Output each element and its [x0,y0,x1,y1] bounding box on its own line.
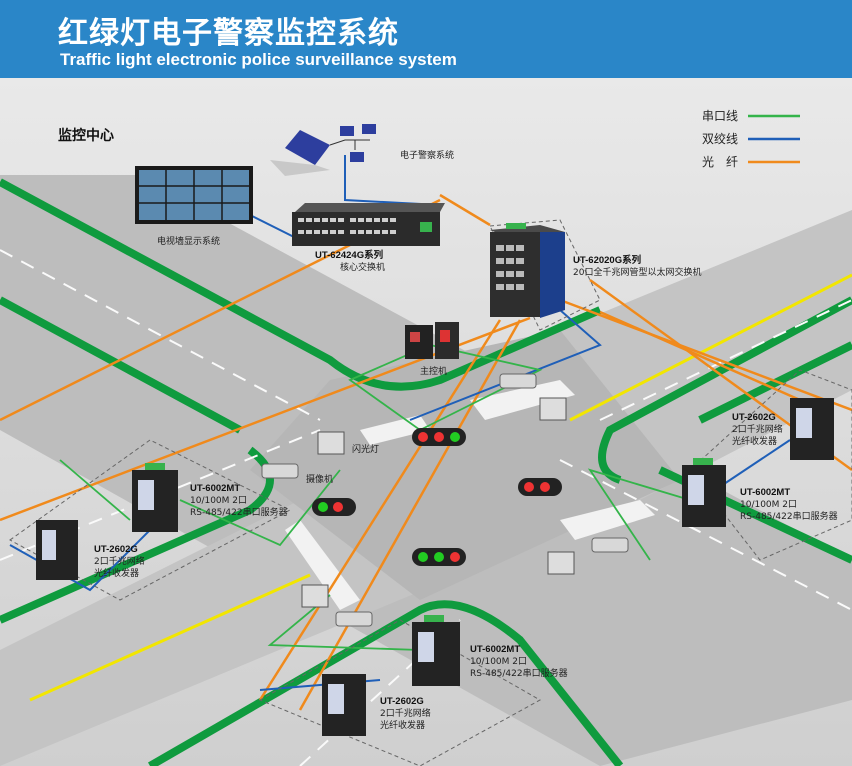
left-server-model: UT-6002MT [190,483,240,494]
bottom-converter-line1: 2口千兆网络 [380,707,431,719]
title-banner: 红绿灯电子警察监控系统 Traffic light electronic pol… [0,0,852,78]
bottom-server-line1: 10/100M 2口 [470,657,527,667]
left-fiber-converter-icon [36,520,78,580]
right-server-model: UT-6002MT [740,487,790,498]
device-groups [9,219,852,766]
bottom-converter-model: UT-2602G [380,696,424,707]
main-controller-icon [405,322,459,359]
police-system-label: 电子警察系统 [400,149,454,161]
flash-light-label: 闪光灯 [352,443,379,455]
legend-fiber-label: 光 纤 [702,155,738,169]
legend: 串口线 双绞线 光 纤 [702,109,800,169]
camera-label: 摄像机 [306,473,333,485]
intersection [250,330,680,600]
title-english: Traffic light electronic police surveill… [60,50,457,69]
managed-switch-icon [490,223,565,318]
managed-switch-model: UT-62020G系列 [573,254,641,266]
right-server-line2: RS-485/422串口服务器 [740,510,838,522]
left-converter-line2: 光纤收发器 [94,567,139,579]
center-lines [29,273,852,702]
left-serial-server-icon [132,463,178,532]
camera-icon [261,373,629,627]
left-server-line2: RS-485/422串口服务器 [190,506,288,518]
left-server-line1: 10/100M 2口 [190,496,247,506]
legend-serial-label: 串口线 [702,109,738,123]
bottom-serial-server-icon [412,615,460,686]
right-serial-server-icon [682,458,726,527]
core-switch-model: UT-62424G系列 [315,249,383,261]
title-chinese: 红绿灯电子警察监控系统 [58,16,399,51]
right-server-line1: 10/100M 2口 [740,500,797,510]
flash-light-icon [301,397,575,608]
police-system-icon [270,124,376,176]
left-converter-model: UT-2602G [94,544,138,555]
core-switch-desc: 核心交换机 [340,261,385,273]
right-converter-line2: 光纤收发器 [732,435,777,447]
traffic-light-icon [312,428,562,566]
bottom-server-line2: RS-485/422串口服务器 [470,667,568,679]
tv-wall-label: 电视墙显示系统 [157,235,220,247]
bottom-converter-line2: 光纤收发器 [380,719,425,731]
bottom-fiber-converter-icon [322,674,366,736]
main-controller-label: 主控机 [420,365,447,377]
tv-wall-icon [135,166,253,224]
traffic-scene: 监控中心 电视墙显示系统 电子警察系统 [0,78,852,766]
bottom-server-model: UT-6002MT [470,644,520,655]
legend-twisted-label: 双绞线 [702,131,738,146]
crosswalks [285,380,655,610]
managed-switch-desc: 20口全千兆网管型以太网交换机 [573,266,701,278]
core-switch-icon [292,203,445,246]
right-fiber-converter-icon [790,398,834,460]
right-converter-model: UT-2602G [732,412,776,423]
control-center-label: 监控中心 [58,127,114,144]
left-converter-line1: 2口千兆网络 [94,555,145,567]
right-converter-line1: 2口千兆网络 [732,423,783,435]
